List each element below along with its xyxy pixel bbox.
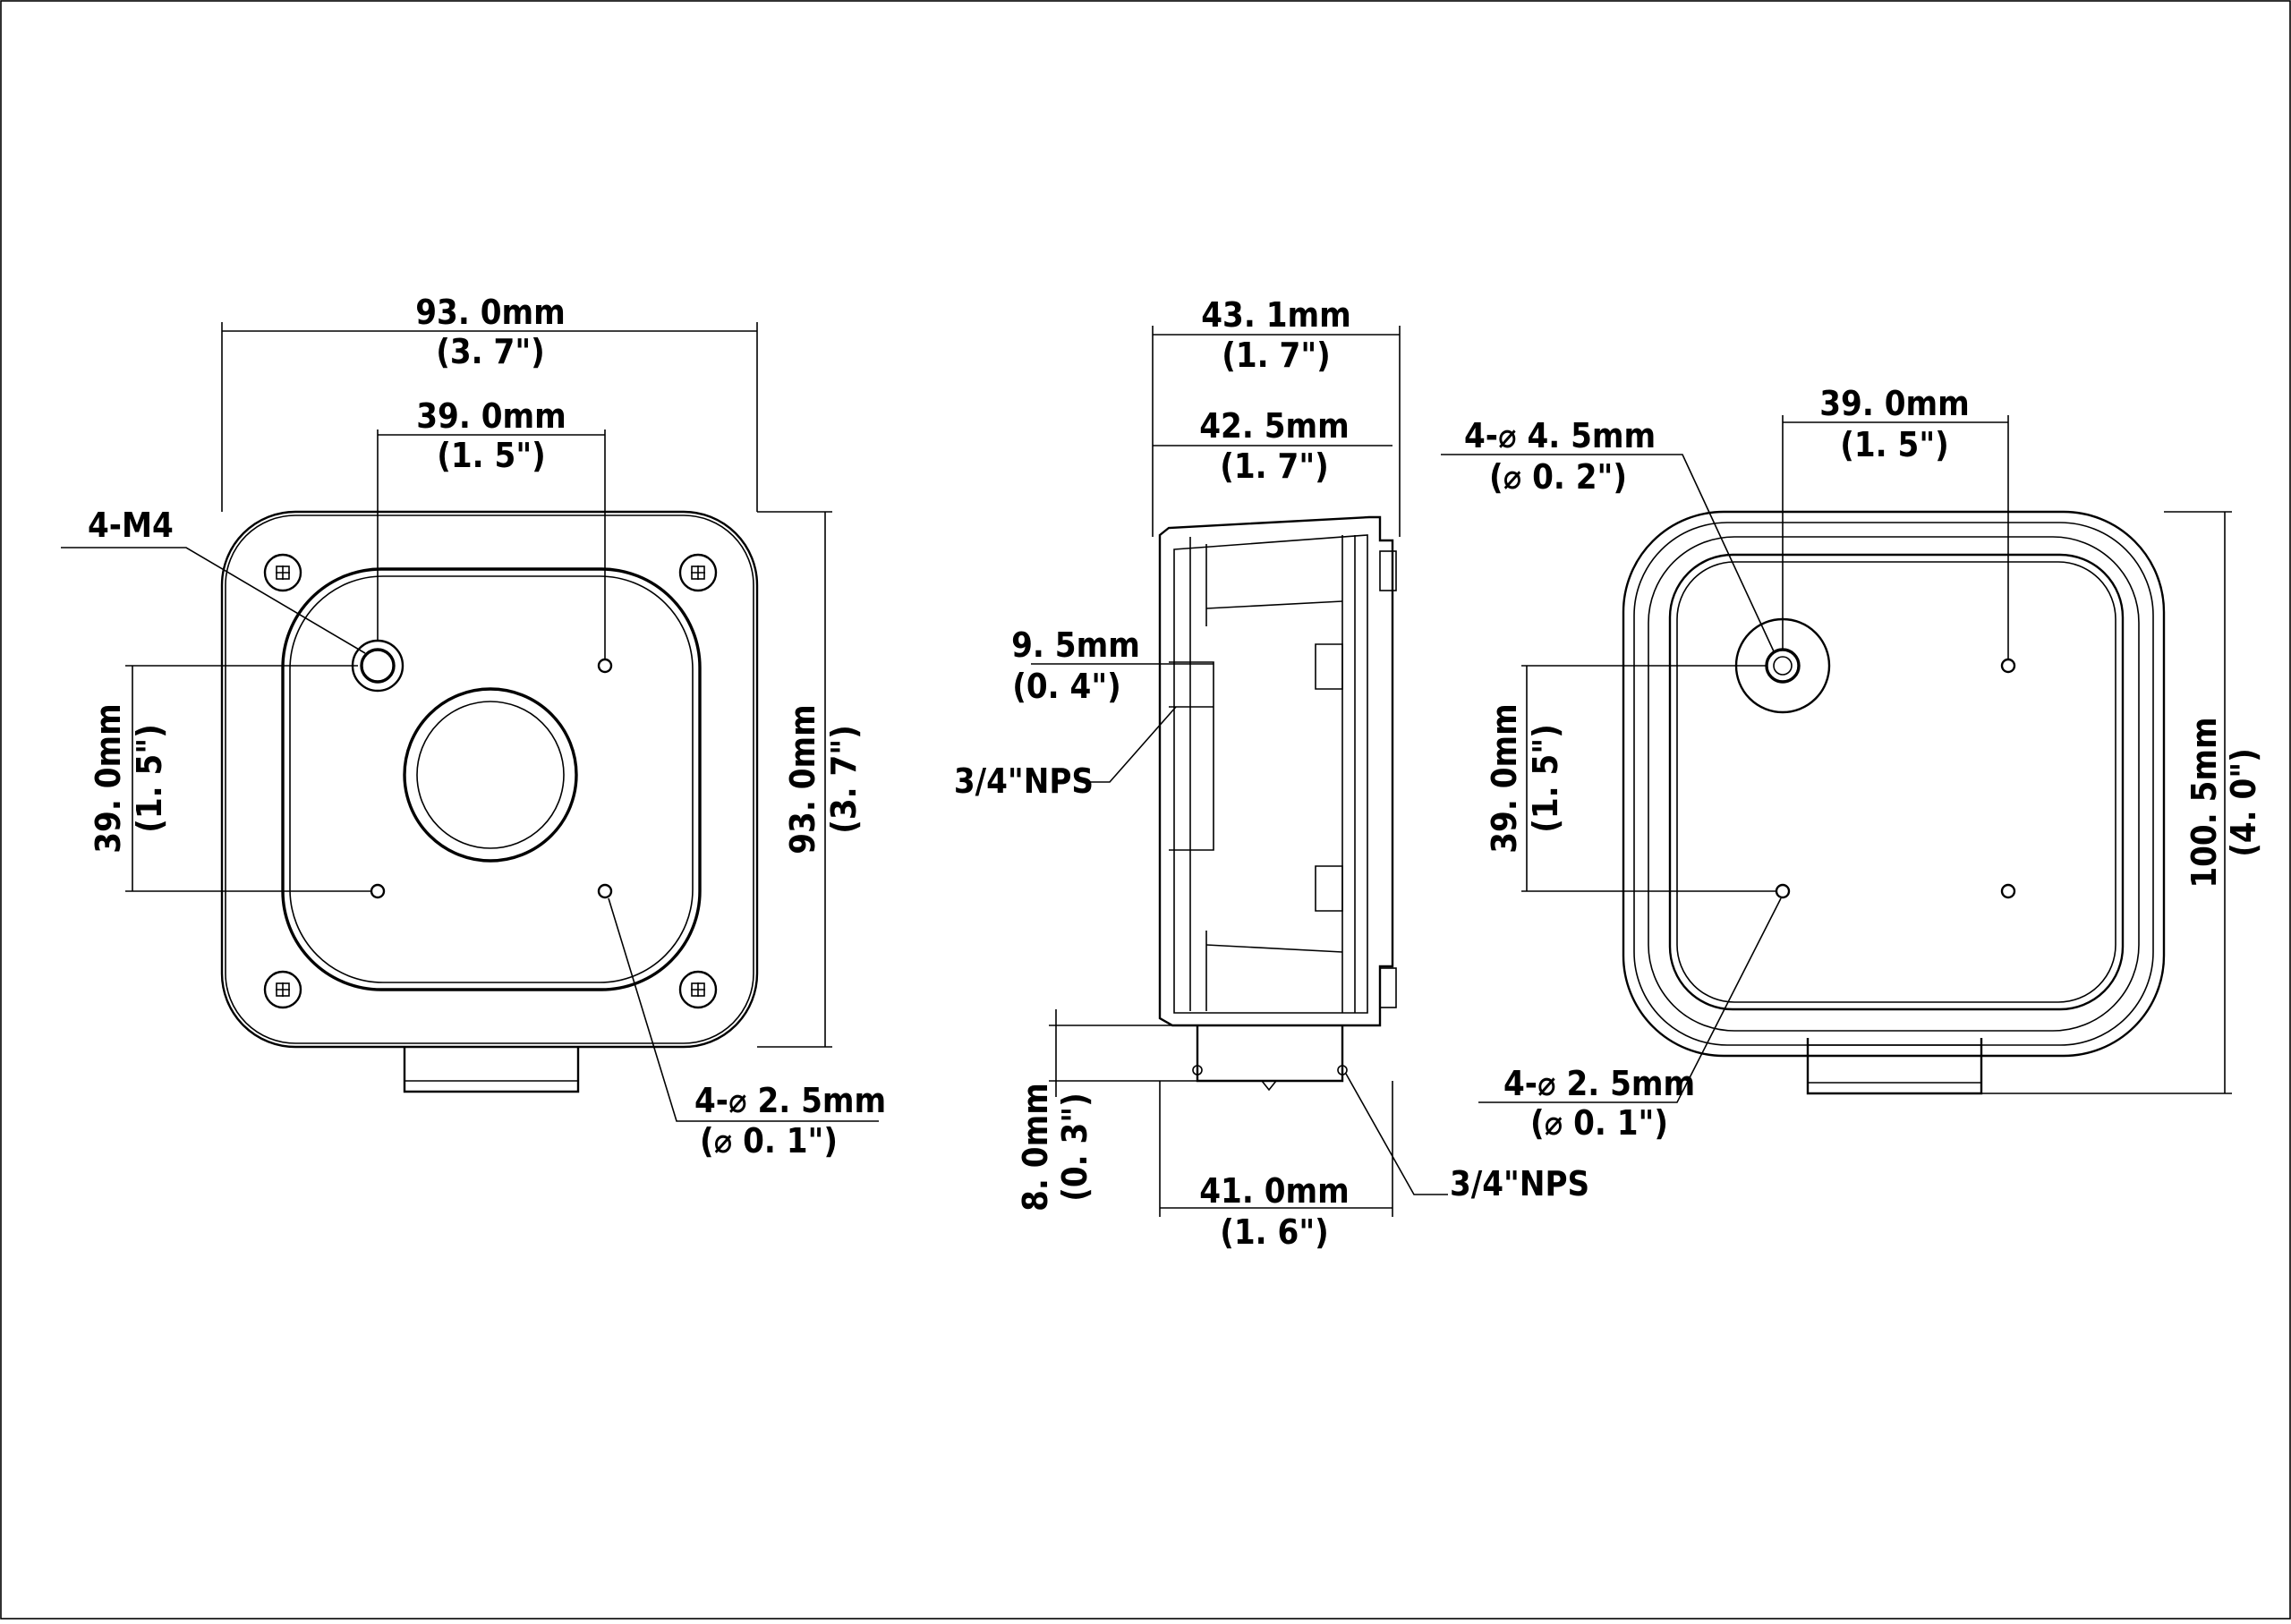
side-depth-inner-mm: 42. 5mm [1199,406,1350,446]
back-hole-spacing-mm: 39. 0mm [1819,384,1970,423]
front-hole-label-in: (⌀ 0. 1") [700,1121,838,1161]
back-body-outer [1622,510,2166,1058]
back-small-hole-leader [1478,897,1782,1103]
nps-bottom-leader [1345,1073,1448,1195]
back-small-hole-in: (⌀ 0. 1") [1530,1103,1668,1143]
front-center-boss-outer [403,687,578,863]
thread-label: 4-M4 [88,506,174,545]
back-height-mm: 100. 5mm [2185,717,2224,888]
nps-label-top: 3/4"NPS [954,761,1094,801]
front-hole-label-mm: 4-⌀ 2. 5mm [694,1081,886,1120]
front-small-hole [597,658,613,674]
front-height-mm: 93. 0mm [783,704,822,855]
front-width-in: (3. 7") [436,332,545,371]
front-corner-screw [678,553,718,592]
front-cover-inner [289,575,694,983]
side-port-height-mm: 8. 0mm [1016,1083,1055,1212]
front-corner-screw [263,970,302,1009]
nps-top-leader [1090,706,1177,783]
back-vert-spacing-in: (1. 5") [1526,724,1565,833]
back-cover [1668,553,2125,1011]
side-port-height-in: (0. 3") [1055,1093,1094,1202]
back-body-ring [1633,522,2154,1046]
front-vert-spacing-in: (1. 5") [130,724,169,833]
m4-hole-inner [360,648,396,684]
side-port-width-in: (1. 6") [1220,1212,1329,1252]
side-port-width-mm: 41. 0mm [1199,1171,1350,1211]
front-hole-leader [608,897,879,1122]
front-corner-screw [263,553,302,592]
back-hole-outer [1765,648,1801,684]
back-view: 4-⌀ 4. 5mm (⌀ 0. 2") 39. 0mm (1. 5") 39.… [1441,384,2263,1143]
front-height-in: (3. 7") [824,725,864,834]
m4-leader [61,547,366,654]
side-depth-outer-mm: 43. 1mm [1201,295,1351,335]
front-hole-spacing-in: (1. 5") [437,436,546,475]
side-body-inner [1173,534,1368,1014]
front-width-mm: 93. 0mm [415,293,566,332]
back-hole-label-in: (⌀ 0. 2") [1489,457,1627,497]
side-bottom-port [1196,1025,1344,1083]
back-bottom-port [1806,1038,1983,1095]
front-center-boss-inner [416,701,565,849]
back-hole-inner [1773,656,1793,676]
back-small-hole-mm: 4-⌀ 2. 5mm [1503,1064,1695,1103]
side-view: 43. 1mm (1. 7") 42. 5mm (1. 7") 9. 5mm (… [954,295,1589,1252]
back-body-ring [1648,536,2140,1032]
front-small-hole [370,883,386,899]
back-height-in: (4. 0") [2224,748,2263,857]
side-body-outline [1158,515,1394,1027]
back-small-hole [1775,883,1791,899]
front-corner-screw [678,970,718,1009]
front-vert-spacing-mm: 39. 0mm [89,703,128,854]
front-body-inner [225,514,754,1044]
back-hole-leader [1441,454,1775,652]
front-view: 93. 0mm (3. 7") 39. 0mm (1. 5") 4-M4 39.… [61,293,886,1161]
back-vert-spacing-mm: 39. 0mm [1485,703,1524,854]
side-left-port [1169,661,1214,851]
front-bottom-port [403,1047,580,1093]
back-hole-label-mm: 4-⌀ 4. 5mm [1464,416,1656,455]
nps-label-bottom: 3/4"NPS [1450,1164,1589,1203]
front-hole-spacing-mm: 39. 0mm [416,396,566,436]
side-depth-outer-in: (1. 7") [1222,336,1331,375]
back-hole-spacing-in: (1. 5") [1840,425,1949,464]
back-small-hole [2000,658,2016,674]
back-small-hole [2000,883,2016,899]
side-depth-inner-in: (1. 7") [1220,446,1329,486]
front-cover-outer [281,567,702,991]
front-small-hole [597,883,613,899]
side-offset-in: (0. 4") [1012,667,1121,706]
side-offset-mm: 9. 5mm [1011,625,1140,665]
front-body-outer [220,510,759,1049]
